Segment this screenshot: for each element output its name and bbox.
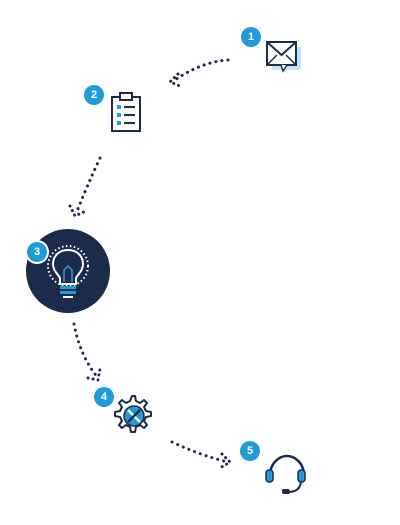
- step-1-badge: 1: [241, 27, 261, 47]
- lightbulb-icon: [47, 245, 89, 298]
- clipboard-checklist-icon: [111, 92, 141, 132]
- step-2-badge: 2: [84, 85, 104, 105]
- step-3-node: [26, 229, 110, 313]
- step-4-node: [114, 395, 152, 433]
- step-1-node: [266, 41, 301, 73]
- headset-icon: [265, 454, 306, 494]
- connector-arrow-1-to-2: [167, 72, 182, 88]
- envelope-icon: [266, 41, 301, 73]
- connector-1-to-2: [170, 58, 230, 84]
- step-5-badge: 5: [240, 441, 260, 461]
- step-4-badge: 4: [94, 387, 114, 407]
- connector-arrow-3-to-4: [86, 367, 102, 382]
- step-2-node: [111, 92, 141, 132]
- connector-arrow-4-to-5: [218, 452, 233, 470]
- step-3-badge: 3: [27, 242, 47, 262]
- connector-4-to-5: [170, 440, 230, 464]
- step-5-node: [265, 454, 306, 494]
- gear-tools-icon: [114, 395, 152, 433]
- connector-2-to-3: [74, 156, 102, 216]
- connector-3-to-4: [72, 322, 100, 380]
- connector-arrow-2-to-3: [68, 204, 88, 218]
